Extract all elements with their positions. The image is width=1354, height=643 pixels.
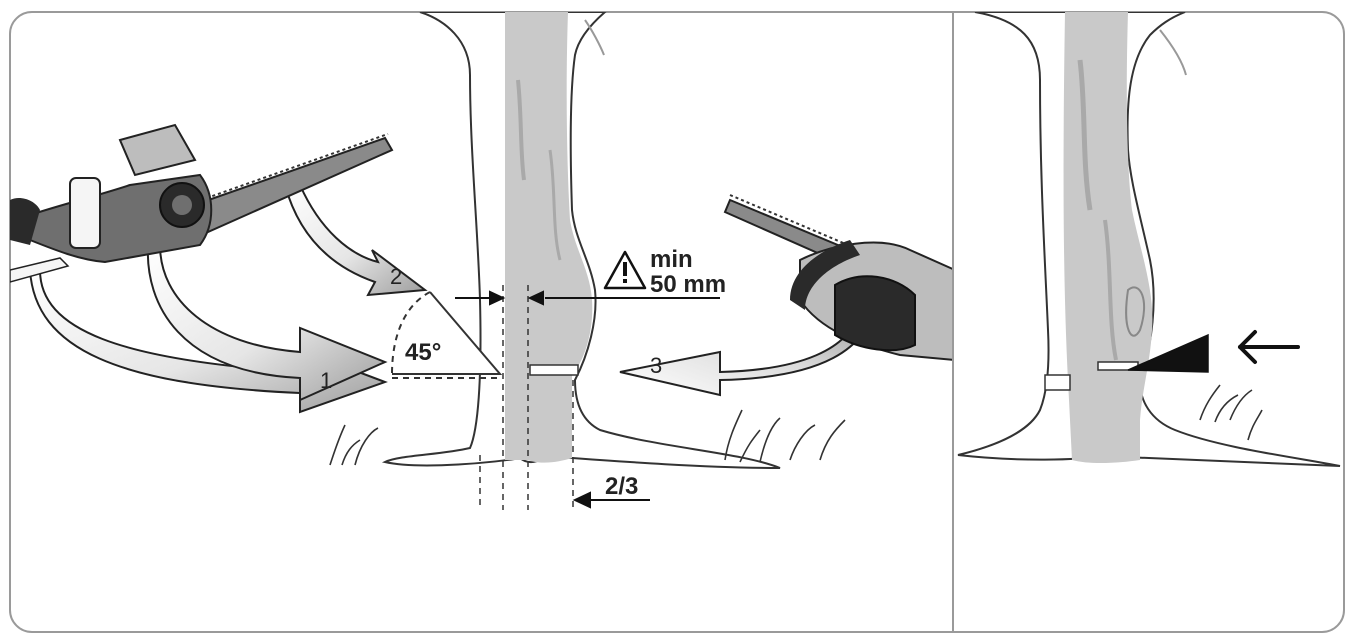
back-cut (529, 364, 579, 376)
warning-triangle-icon (603, 250, 647, 290)
label-step-2: 2 (390, 264, 402, 289)
felling-wedge (1127, 333, 1209, 373)
dimension-arrows (455, 290, 720, 509)
label-step-1: 1 (320, 368, 332, 393)
label-step-3: 3 (650, 353, 662, 378)
tree-trunk-right (957, 12, 1341, 467)
arrow-left-icon (1238, 330, 1300, 364)
label-min-distance: 50 mm (650, 271, 726, 298)
grass (329, 409, 846, 466)
label-angle: 45° (405, 339, 441, 366)
grass-right (1199, 384, 1263, 441)
notch-cut-right (1044, 374, 1071, 391)
notch-cut (391, 291, 503, 379)
guide-lines (479, 285, 574, 510)
arrow-step-2 (283, 184, 428, 297)
arrow-step-1b (146, 244, 388, 402)
chainsaw-left (10, 123, 394, 283)
label-fraction: 2/3 (605, 473, 638, 500)
chainsaw-right (723, 194, 952, 362)
label-min: min (650, 246, 693, 273)
